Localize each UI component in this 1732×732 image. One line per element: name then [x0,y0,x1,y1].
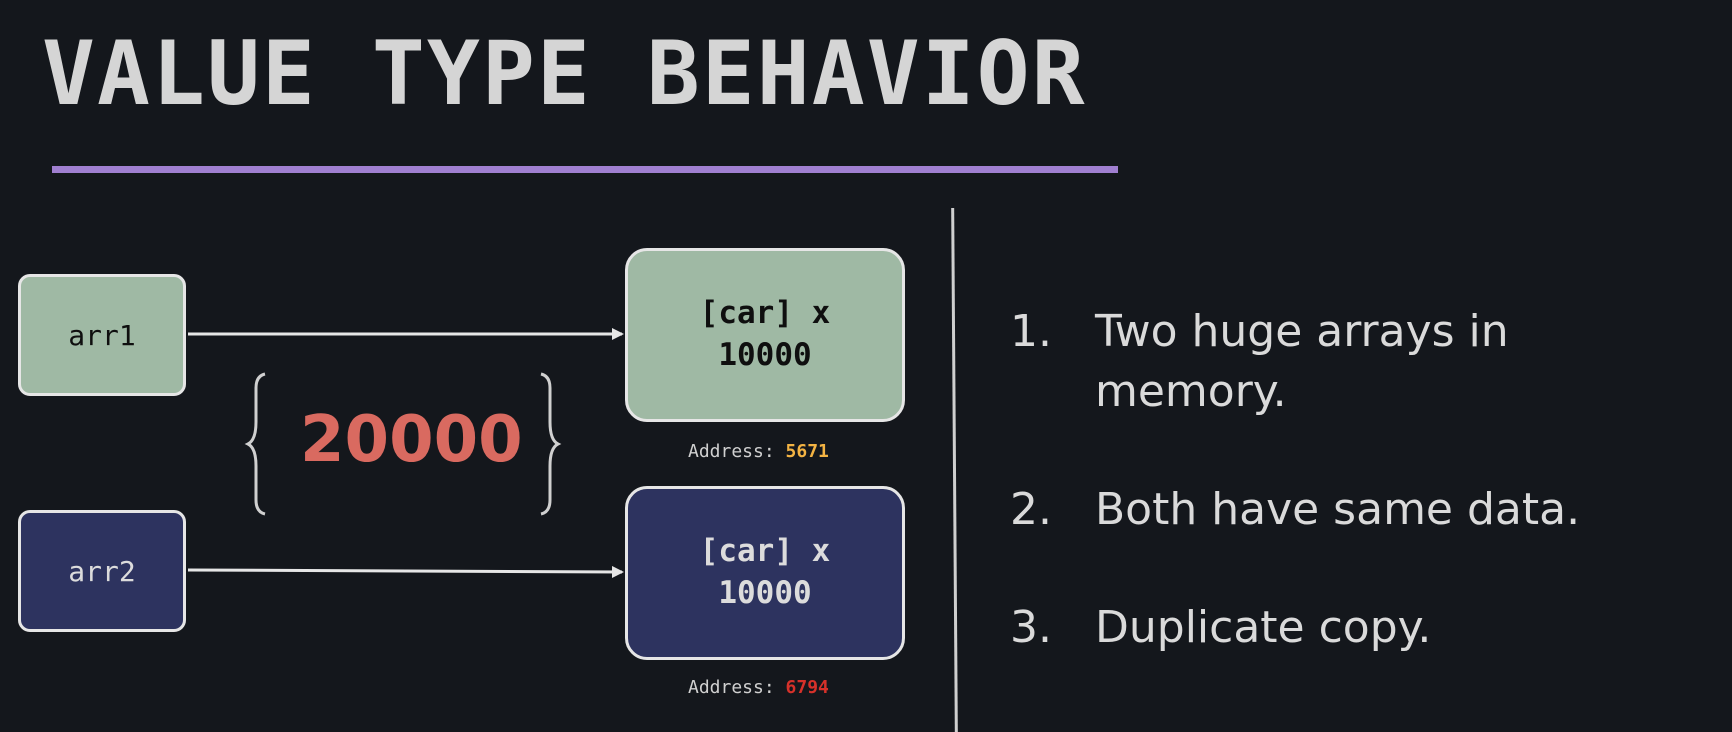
arr1-variable-box: arr1 [18,274,186,396]
point-item: 3. Duplicate copy. [1010,598,1655,658]
left-brace [244,372,266,516]
point-number: 3. [1010,602,1052,653]
address-2-value: 6794 [785,677,829,698]
address-1: Address: 5671 [688,441,829,462]
arr2-label: arr2 [68,554,136,588]
point-text: Both have same data. [1095,484,1581,535]
array-block-2-count: 10000 [718,575,812,611]
array-block-1-count: 10000 [718,337,812,373]
arr2-variable-box: arr2 [18,510,186,632]
array-block-2-type: [car] x [699,533,831,570]
address-2-label: Address: [688,677,786,698]
point-item: 2. Both have same data. [1010,480,1655,540]
address-2: Address: 6794 [688,677,829,698]
point-item: 1. Two huge arrays in memory. [1010,302,1655,422]
slide-title: VALUE TYPE BEHAVIOR [42,22,1087,125]
point-text: Duplicate copy. [1095,602,1432,653]
array-block-1-type: [car] x [699,295,831,332]
point-number: 2. [1010,484,1052,535]
array-block-1: [car] x 10000 [625,248,905,422]
point-text: Two huge arrays in memory. [1095,306,1509,417]
address-1-label: Address: [688,441,786,462]
address-1-value: 5671 [785,441,829,462]
title-underline [52,166,1118,173]
arrow-arr2-to-block2 [187,565,624,578]
right-brace [540,372,562,516]
array-block-2: [car] x 10000 [625,486,905,660]
point-number: 1. [1010,306,1052,357]
total-count: 20000 [300,403,523,477]
arr1-label: arr1 [68,318,136,352]
